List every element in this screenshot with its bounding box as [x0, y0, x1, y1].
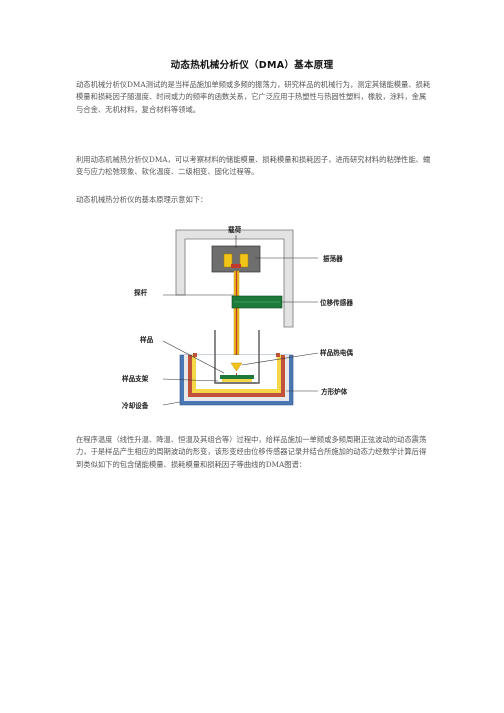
sample-support: [220, 375, 254, 379]
paragraph-diagram-caption: 动态机械热分析仪的基本原理示意如下：: [76, 195, 208, 204]
dma-principle-diagram: 载荷 振荡器 探杆 位移传感器 样品 样品热电偶 样品支架 方形炉体 冷却设备: [122, 225, 353, 410]
paragraph-usage: 利用动态机械热分析仪DMA，可以考察材料的储能模量、损耗模量和损耗因子，进而研究…: [76, 155, 431, 177]
label-probe: 探杆: [134, 288, 148, 297]
label-support: 样品支架: [122, 374, 149, 383]
label-furnace: 方形炉体: [321, 387, 348, 396]
document-title: 动态热机械分析仪（DMA）基本原理: [170, 60, 334, 71]
leader-lines: [162, 235, 319, 406]
paragraph-procedure: 在程序温度（线性升温、降温、恒温及其组合等）过程中，给样品施加一单频或多频周期正…: [76, 435, 427, 469]
paragraph-intro: 动态机械分析仪DMA测试的是当样品施加单频或多频的振荡力，研究样品的机械行为，测…: [76, 80, 431, 114]
label-cooling: 冷却设备: [122, 401, 149, 410]
label-sample: 样品: [140, 335, 154, 344]
load-head: [211, 245, 261, 273]
label-sensor: 位移传感器: [320, 298, 353, 307]
label-spring: 振荡器: [323, 254, 343, 263]
label-thermocouple: 样品热电偶: [320, 348, 353, 357]
label-load: 载荷: [228, 225, 242, 234]
